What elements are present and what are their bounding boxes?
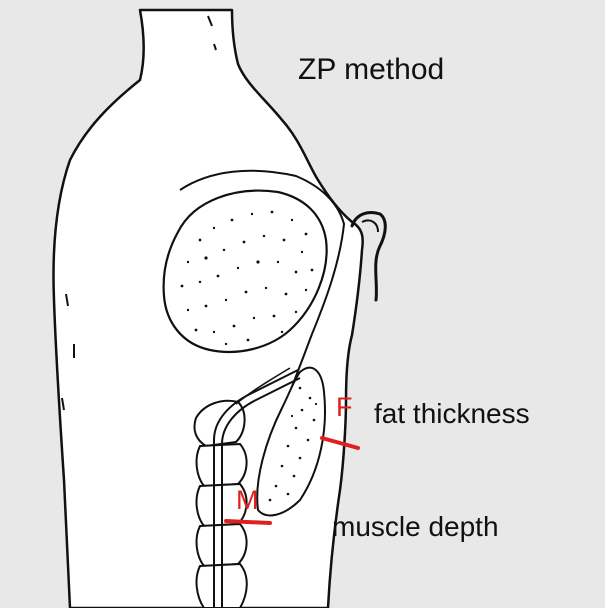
muscle-depth-label: muscle depth xyxy=(332,513,499,541)
fat-thickness-label: fat thickness xyxy=(374,400,530,428)
figure-title: ZP method xyxy=(298,55,444,85)
fat-marker-letter: F xyxy=(336,394,353,421)
muscle-marker-letter: M xyxy=(236,487,259,514)
muscle-measure-line xyxy=(226,521,270,523)
